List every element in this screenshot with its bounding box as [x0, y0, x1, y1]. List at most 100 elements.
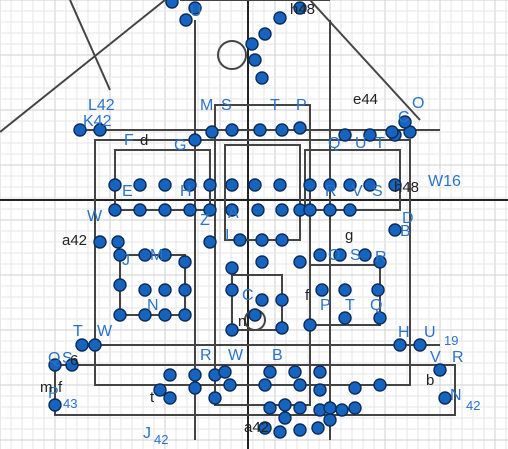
- point-marker-icon[interactable]: [273, 178, 287, 192]
- point-marker-icon[interactable]: [273, 11, 287, 25]
- point-marker-icon[interactable]: [248, 178, 262, 192]
- point-marker-icon[interactable]: [263, 401, 277, 415]
- point-marker-icon[interactable]: [138, 248, 152, 262]
- point-marker-icon[interactable]: [183, 203, 197, 217]
- point-marker-icon[interactable]: [433, 363, 447, 377]
- point-marker-icon[interactable]: [203, 235, 217, 249]
- point-marker-icon[interactable]: [393, 338, 407, 352]
- point-marker-icon[interactable]: [388, 223, 402, 237]
- point-marker-icon[interactable]: [138, 308, 152, 322]
- point-marker-icon[interactable]: [163, 391, 177, 405]
- point-marker-icon[interactable]: [343, 178, 357, 192]
- point-marker-icon[interactable]: [158, 203, 172, 217]
- point-marker-icon[interactable]: [311, 421, 325, 435]
- point-marker-icon[interactable]: [293, 401, 307, 415]
- point-marker-icon[interactable]: [275, 293, 289, 307]
- point-marker-icon[interactable]: [313, 365, 327, 379]
- point-marker-icon[interactable]: [248, 308, 262, 322]
- point-marker-icon[interactable]: [335, 403, 349, 417]
- point-marker-icon[interactable]: [258, 27, 272, 41]
- point-marker-icon[interactable]: [373, 378, 387, 392]
- point-marker-icon[interactable]: [338, 128, 352, 142]
- point-marker-icon[interactable]: [133, 203, 147, 217]
- point-marker-icon[interactable]: [223, 378, 237, 392]
- point-marker-icon[interactable]: [158, 308, 172, 322]
- point-marker-icon[interactable]: [323, 203, 337, 217]
- point-marker-icon[interactable]: [113, 248, 127, 262]
- point-marker-icon[interactable]: [188, 133, 202, 147]
- point-marker-icon[interactable]: [303, 203, 317, 217]
- point-marker-icon[interactable]: [413, 338, 427, 352]
- point-marker-icon[interactable]: [225, 203, 239, 217]
- point-marker-icon[interactable]: [88, 338, 102, 352]
- point-marker-icon[interactable]: [233, 233, 247, 247]
- point-marker-icon[interactable]: [388, 178, 402, 192]
- point-marker-icon[interactable]: [188, 1, 202, 15]
- point-marker-icon[interactable]: [258, 421, 272, 435]
- point-marker-icon[interactable]: [225, 283, 239, 297]
- point-marker-icon[interactable]: [338, 283, 352, 297]
- point-marker-icon[interactable]: [275, 203, 289, 217]
- point-marker-icon[interactable]: [348, 381, 362, 395]
- point-marker-icon[interactable]: [273, 425, 287, 439]
- point-marker-icon[interactable]: [179, 13, 193, 27]
- point-marker-icon[interactable]: [188, 381, 202, 395]
- point-marker-icon[interactable]: [293, 423, 307, 437]
- point-marker-icon[interactable]: [75, 338, 89, 352]
- point-marker-icon[interactable]: [278, 398, 292, 412]
- point-marker-icon[interactable]: [313, 248, 327, 262]
- point-marker-icon[interactable]: [275, 233, 289, 247]
- point-marker-icon[interactable]: [358, 248, 372, 262]
- point-marker-icon[interactable]: [225, 261, 239, 275]
- point-marker-icon[interactable]: [263, 365, 277, 379]
- point-marker-icon[interactable]: [203, 203, 217, 217]
- point-marker-icon[interactable]: [303, 318, 317, 332]
- point-marker-icon[interactable]: [73, 123, 87, 137]
- diagonal-line-left[interactable]: [0, 0, 166, 133]
- point-marker-icon[interactable]: [348, 401, 362, 415]
- point-marker-icon[interactable]: [371, 283, 385, 297]
- point-marker-icon[interactable]: [93, 235, 107, 249]
- point-marker-icon[interactable]: [203, 178, 217, 192]
- point-marker-icon[interactable]: [333, 248, 347, 262]
- point-marker-icon[interactable]: [158, 283, 172, 297]
- point-marker-icon[interactable]: [398, 115, 412, 129]
- point-marker-icon[interactable]: [163, 368, 177, 382]
- small-circle[interactable]: [217, 40, 247, 70]
- point-marker-icon[interactable]: [293, 255, 307, 269]
- point-marker-icon[interactable]: [165, 0, 179, 9]
- point-marker-icon[interactable]: [293, 1, 307, 15]
- point-marker-icon[interactable]: [225, 178, 239, 192]
- point-marker-icon[interactable]: [113, 278, 127, 292]
- point-marker-icon[interactable]: [278, 411, 292, 425]
- point-marker-icon[interactable]: [313, 383, 327, 397]
- point-marker-icon[interactable]: [158, 178, 172, 192]
- point-marker-icon[interactable]: [205, 125, 219, 139]
- point-marker-icon[interactable]: [293, 121, 307, 135]
- point-marker-icon[interactable]: [323, 413, 337, 427]
- point-marker-icon[interactable]: [251, 203, 265, 217]
- point-marker-icon[interactable]: [363, 178, 377, 192]
- point-marker-icon[interactable]: [275, 123, 289, 137]
- point-marker-icon[interactable]: [258, 378, 272, 392]
- point-marker-icon[interactable]: [218, 365, 232, 379]
- point-marker-icon[interactable]: [293, 378, 307, 392]
- point-marker-icon[interactable]: [255, 71, 269, 85]
- central-inner-frame[interactable]: [224, 144, 301, 241]
- point-marker-icon[interactable]: [323, 178, 337, 192]
- point-marker-icon[interactable]: [363, 128, 377, 142]
- point-marker-icon[interactable]: [323, 401, 337, 415]
- point-marker-icon[interactable]: [93, 123, 107, 137]
- point-marker-icon[interactable]: [245, 37, 259, 51]
- point-marker-icon[interactable]: [188, 368, 202, 382]
- point-marker-icon[interactable]: [338, 311, 352, 325]
- point-marker-icon[interactable]: [373, 255, 387, 269]
- point-marker-icon[interactable]: [225, 123, 239, 137]
- outer-frame[interactable]: [94, 139, 411, 386]
- point-marker-icon[interactable]: [183, 178, 197, 192]
- point-marker-icon[interactable]: [385, 125, 399, 139]
- point-marker-icon[interactable]: [248, 53, 262, 67]
- diagonal-line-right[interactable]: [309, 0, 421, 121]
